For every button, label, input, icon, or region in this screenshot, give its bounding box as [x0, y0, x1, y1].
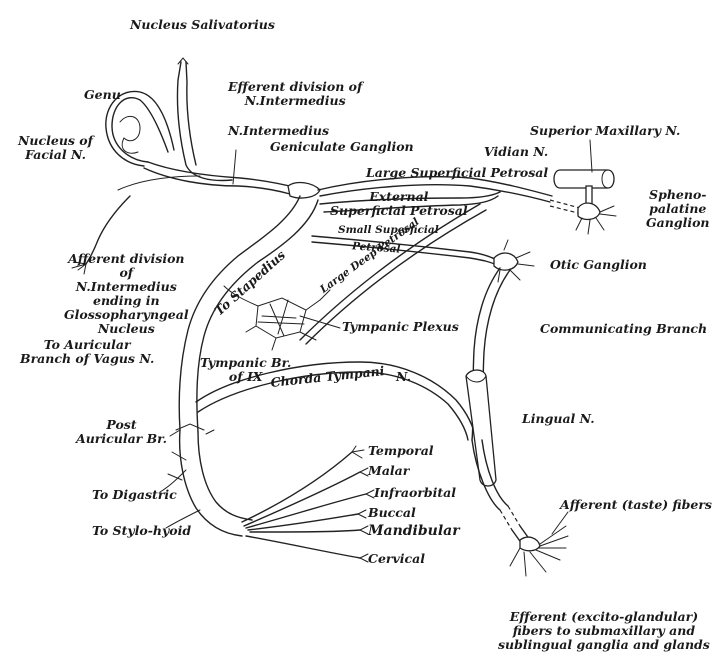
- sphenopalatine-ganglion: [577, 202, 601, 221]
- to-digastric-branch: [159, 469, 187, 493]
- label-afferent-taste: Afferent (taste) fibers: [560, 497, 712, 512]
- geniculate-ganglion: [287, 181, 321, 199]
- label-post-auricular: Post Auricular Br.: [76, 418, 167, 446]
- label-tympanic-plexus: Tympanic Plexus: [342, 319, 459, 334]
- label-tympanic-br-line2: of IX: [228, 369, 263, 384]
- lingual-cylinder: [465, 369, 497, 487]
- external-superficial-petrosal: [319, 191, 501, 205]
- label-external-line1: External: [369, 189, 429, 204]
- label-efferent-excito-line3: sublingual ganglia and glands: [498, 637, 710, 652]
- label-afferent-line2: of: [119, 265, 134, 280]
- peripheral-branches: [241, 445, 375, 563]
- nucleus-salivatorius-stem: [176, 61, 233, 182]
- vidian-dashed: [549, 199, 581, 209]
- submaxillary-ganglion: [519, 536, 541, 552]
- small-superficial-petrosal: [311, 235, 501, 263]
- label-nucleus-facial: Nucleus of Facial N.: [18, 134, 93, 162]
- label-afferent-line3: N.Intermedius: [75, 279, 177, 294]
- label-afferent-line1: Afferent division: [68, 251, 185, 266]
- label-spheno-line2: palatine: [649, 201, 707, 216]
- label-mandibular: Mandibular: [368, 523, 460, 539]
- label-to-stylohyoid: To Stylo-hyoid: [92, 523, 192, 538]
- n-intermedius-line: [117, 175, 201, 191]
- label-efferent-excito-line2: fibers to submaxillary and: [512, 623, 696, 638]
- otic-ganglion: [493, 252, 519, 271]
- facial-trunk-lower: [178, 429, 243, 537]
- label-superior-maxillary: Superior Maxillary N.: [530, 123, 681, 138]
- tympanic-plexus: [245, 289, 341, 351]
- label-afferent-line4: ending in: [93, 293, 160, 308]
- facial-trunk-upper: [147, 161, 299, 189]
- label-afferent-division: Afferent division of N.Intermedius endin…: [64, 252, 189, 336]
- label-efferent-division-line1: Efferent division of: [228, 79, 363, 94]
- superior-maxillary-cylinder: [553, 169, 615, 189]
- label-genu: Genu: [84, 87, 121, 102]
- post-auricular-branch: [175, 423, 205, 431]
- large-deep-petrosal: [299, 203, 481, 341]
- label-chorda-n: N.: [396, 369, 411, 384]
- label-efferent-division-line2: N.Intermedius: [244, 93, 346, 108]
- label-temporal: Temporal: [368, 443, 434, 458]
- label-cervical: Cervical: [368, 551, 425, 566]
- label-communicating-branch: Communicating Branch: [540, 321, 708, 336]
- label-to-auricular: To Auricular Branch of Vagus N.: [20, 338, 154, 366]
- chorda-tympani: [195, 361, 477, 441]
- label-efferent-excito-line1: Efferent (excito-glandular): [509, 609, 699, 624]
- to-stylohyoid-branch: [165, 509, 201, 529]
- label-auricular-line1: To Auricular: [43, 337, 131, 352]
- label-tympanic-br: Tympanic Br. of IX: [200, 356, 291, 384]
- label-afferent-line5: Glossopharyngeal: [64, 307, 189, 322]
- label-efferent-division: Efferent division of N.Intermedius: [228, 80, 362, 108]
- label-afferent-line6: Nucleus: [97, 321, 155, 336]
- label-nucleus-facial-line1: Nucleus of: [18, 133, 94, 148]
- label-n-intermedius: N.Intermedius: [228, 123, 330, 138]
- label-external-line2: Superficial Petrosal: [330, 203, 468, 218]
- label-spheno-line3: Ganglion: [646, 215, 710, 230]
- label-vidian: Vidian N.: [484, 144, 549, 159]
- label-large-superficial-petrosal: Large Superficial Petrosal: [366, 165, 549, 180]
- label-otic-ganglion: Otic Ganglion: [550, 257, 647, 272]
- label-post-auricular-line2: Auricular Br.: [76, 431, 167, 446]
- label-buccal: Buccal: [368, 505, 416, 520]
- label-to-digastric: To Digastric: [92, 487, 177, 502]
- label-efferent-excito: Efferent (excito-glandular) fibers to su…: [498, 610, 710, 652]
- label-external-superficial-petrosal: External Superficial Petrosal: [330, 190, 468, 218]
- label-spheno-line1: Spheno-: [649, 187, 707, 202]
- facial-canal-trunk: [178, 195, 301, 431]
- label-geniculate-ganglion: Geniculate Ganglion: [270, 139, 414, 154]
- label-sphenopalatine-ganglion: Spheno- palatine Ganglion: [646, 188, 710, 230]
- lingual-lower: [471, 439, 501, 511]
- label-auricular-line2: Branch of Vagus N.: [20, 351, 155, 366]
- label-nucleus-salivatorius: Nucleus Salivatorius: [130, 17, 275, 32]
- label-lingual: Lingual N.: [522, 411, 595, 426]
- label-post-auricular-line1: Post: [106, 417, 137, 432]
- afferent-division-line: [85, 195, 131, 265]
- label-tympanic-br-line1: Tympanic Br.: [200, 355, 292, 370]
- large-superficial-petrosal: [317, 176, 553, 197]
- label-malar: Malar: [368, 463, 410, 478]
- label-nucleus-facial-line2: Facial N.: [25, 147, 86, 162]
- label-small-superficial: Small Superficial: [338, 224, 439, 236]
- genu-loop: [111, 97, 169, 163]
- to-stapedius-branch: [223, 285, 259, 307]
- label-infraorbital: Infraorbital: [374, 485, 457, 500]
